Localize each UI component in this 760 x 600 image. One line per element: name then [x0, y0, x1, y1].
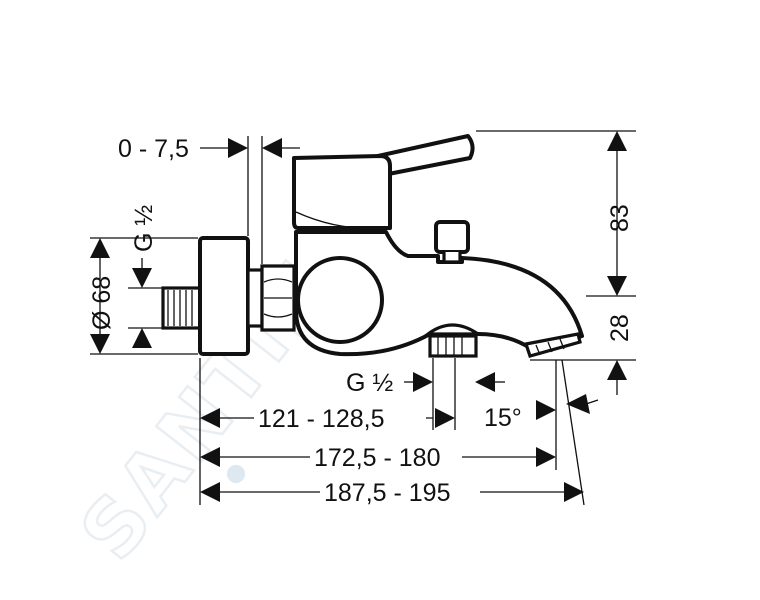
- label-height-spout: 28: [606, 314, 634, 342]
- label-angle: 15°: [484, 404, 522, 432]
- faucet-body: [161, 134, 584, 358]
- dimension-labels: 0 - 7,5 G ½ Ø 68 83 28 G ½ 15° 121 - 128…: [88, 132, 634, 507]
- label-top-offset: 0 - 7,5: [118, 135, 189, 163]
- label-diameter: Ø 68: [88, 276, 116, 330]
- dimension-lines: [90, 130, 636, 506]
- watermark-dot: [227, 465, 245, 483]
- label-thread-bottom: G ½: [346, 369, 393, 397]
- label-length-short: 121 - 128,5: [258, 405, 385, 433]
- label-thread-left: G ½: [130, 205, 158, 252]
- label-length-long: 187,5 - 195: [324, 479, 451, 507]
- label-height-total: 83: [606, 204, 634, 232]
- label-length-mid: 172,5 - 180: [314, 444, 441, 472]
